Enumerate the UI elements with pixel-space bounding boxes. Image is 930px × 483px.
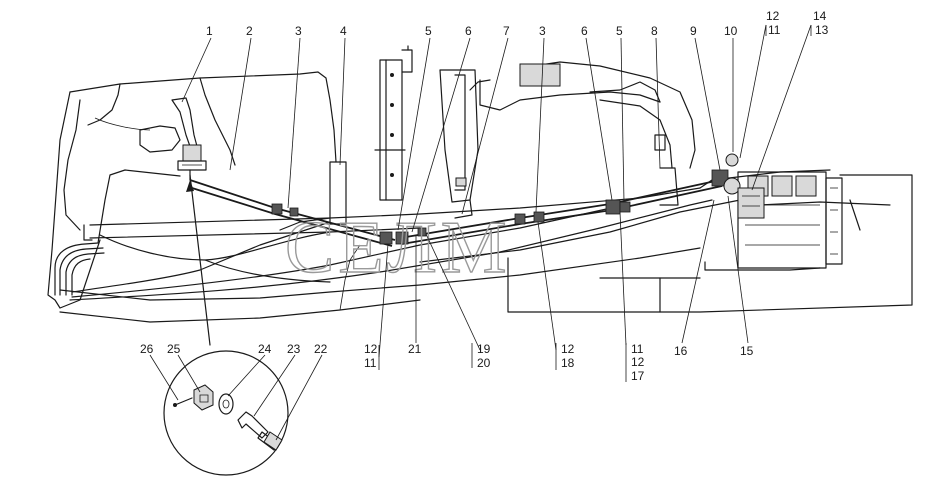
detail-parts	[173, 384, 283, 451]
callout-16: 16	[674, 344, 688, 358]
callout-6-second: 6	[581, 24, 588, 38]
callout-18: 18	[561, 356, 575, 370]
watermark: СЕЛМ	[285, 207, 511, 289]
callout-12-right: 12	[631, 355, 645, 369]
leader-lines	[149, 24, 812, 441]
callout-22: 22	[314, 342, 328, 356]
callout-23: 23	[287, 342, 301, 356]
callout-5-second: 5	[616, 24, 623, 38]
callout-11-right: 11	[631, 342, 644, 356]
callout-7: 7	[503, 24, 510, 38]
vertical-bracket	[374, 45, 413, 201]
engine-exhaust	[469, 61, 696, 206]
callout-6: 6	[465, 24, 472, 38]
callout-25: 25	[167, 342, 181, 356]
callout-8: 8	[651, 24, 658, 38]
callout-12-left: 12	[364, 342, 378, 356]
callout-10: 10	[724, 24, 738, 38]
rod-joints	[271, 153, 765, 245]
hydraulic-hoses	[54, 169, 891, 301]
control-lever[interactable]	[171, 97, 207, 181]
cab-outline	[47, 71, 337, 309]
callout-11-left: 11	[364, 356, 377, 370]
callout-5: 5	[425, 24, 432, 38]
callout-1: 1	[206, 24, 213, 38]
callout-26: 26	[140, 342, 154, 356]
callout-24: 24	[258, 342, 272, 356]
callout-20: 20	[477, 356, 491, 370]
callout-labels: 1 2 3 4 5 6 7 3 6 5 8 9 10 12 11 14 13 1…	[140, 9, 829, 383]
rear-housing	[507, 169, 913, 313]
gearbox-block	[737, 171, 843, 269]
callout-4: 4	[340, 24, 347, 38]
callout-17: 17	[631, 369, 645, 383]
callout-3-second: 3	[539, 24, 546, 38]
detail-view-circle	[163, 174, 289, 476]
callout-14: 14	[813, 9, 827, 23]
callout-3: 3	[295, 24, 302, 38]
callout-12-top: 12	[766, 9, 780, 23]
callout-21: 21	[408, 342, 422, 356]
callout-15: 15	[740, 344, 754, 358]
callout-11-top: 11	[768, 23, 781, 37]
detail-reference-arrow	[189, 174, 211, 346]
callout-12-mid: 12	[561, 342, 575, 356]
callout-9: 9	[690, 24, 697, 38]
center-columns	[329, 69, 479, 225]
callout-19: 19	[477, 342, 491, 356]
callout-2: 2	[246, 24, 253, 38]
callout-13: 13	[815, 23, 829, 37]
